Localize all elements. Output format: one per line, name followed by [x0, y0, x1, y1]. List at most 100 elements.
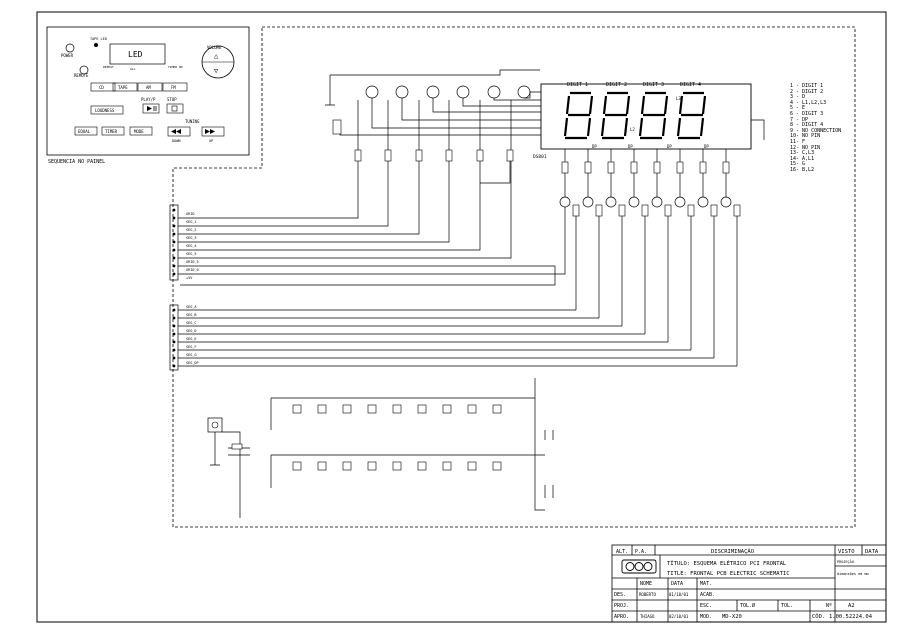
ir-wiring: [210, 431, 250, 518]
cd-button[interactable]: [90, 82, 116, 92]
tb-cod-val: 1.00.52224.04: [829, 614, 873, 620]
pcb-outline: [172, 26, 856, 528]
tape-button[interactable]: [112, 82, 138, 92]
loudness-label: LOUDNESS: [95, 108, 115, 113]
front-panel-box: [46, 26, 250, 156]
down-label: DOWN: [172, 139, 180, 143]
conn-label: SEG_C: [186, 321, 197, 325]
conn-label: SEG_E: [186, 337, 197, 341]
play-pause-button[interactable]: [142, 103, 160, 114]
l2-label: L2: [630, 127, 635, 132]
tb-titulo: TÍTULO: ESQUEMA ELÉTRICO PCI FRONTAL: [667, 559, 787, 567]
key-switches-row1: [292, 404, 502, 414]
led-label-repeat: REPEAT: [103, 65, 114, 69]
stop-label: STOP: [167, 97, 177, 102]
digit-2-label: DIGIT 2: [606, 82, 627, 88]
led-label-all: ALL: [130, 67, 136, 71]
panel-led-window: [109, 43, 166, 65]
connector-top-block: [169, 204, 179, 281]
tb-sheet: A2: [848, 603, 855, 609]
play-icon: [147, 106, 152, 111]
led-label-timer: TIMER ON: [168, 65, 183, 69]
panel-buttons-row1: CD TAPE AM FM: [90, 82, 188, 92]
conn-label: SEG_F: [186, 345, 197, 349]
seven-segment-digits: [563, 91, 707, 140]
conn-label: GRID_6: [186, 268, 199, 272]
tb-apro: APRO.: [614, 614, 629, 620]
loudness-button[interactable]: [90, 105, 124, 115]
tb-nome: NOME: [640, 581, 652, 587]
volume-down-icon: ▽: [214, 67, 219, 75]
tb-des-date: 01/10/01: [669, 592, 689, 597]
dp-label-2: DP: [628, 144, 633, 149]
tb-visto: VISTO: [838, 549, 855, 555]
tb-tol-phi: TOL.Ø: [740, 602, 755, 609]
tb-data2: DATA: [671, 581, 683, 587]
grid-driver-transistors: [365, 85, 531, 99]
equal-label: EQUAL: [78, 129, 91, 134]
conn-label: SEG_5: [186, 252, 197, 256]
pin-legend-line: 11- F: [790, 138, 806, 145]
tb-mod: MOD.: [700, 614, 712, 620]
equal-button[interactable]: [74, 126, 98, 136]
pin-legend-line: 15- G: [790, 161, 806, 168]
pin-legend-line: 10- NO PIN: [790, 133, 821, 140]
pin-legend-line: 1 - DIGIT 1: [790, 83, 824, 89]
volume-label: VOLUME: [207, 45, 222, 50]
timer-button[interactable]: [101, 126, 125, 136]
conn-label: SEG_A: [186, 305, 197, 309]
timer-label: TIMER: [105, 129, 118, 134]
conn-label: SEG_1: [186, 220, 197, 224]
pin-legend-line: 16- B,L2: [790, 166, 815, 173]
mode-button[interactable]: [129, 126, 153, 136]
fm-button[interactable]: [162, 82, 188, 92]
tb-proj: PROJ.: [614, 603, 629, 609]
pin-legend-line: 3 - D: [790, 94, 806, 101]
conn-label: +5V: [186, 276, 193, 280]
tuning-up-button[interactable]: [201, 126, 225, 137]
pin-legend-line: 9 - NO CONNECTION: [790, 127, 842, 134]
top-resistors: [332, 119, 514, 162]
tb-no: Nº: [826, 603, 832, 609]
stop-button[interactable]: [166, 103, 184, 114]
key-matrix: [270, 378, 554, 511]
digit-3-label: DIGIT 3: [643, 82, 664, 88]
l3-label: L3: [676, 96, 681, 101]
pin-legend-line: 12- NO PIN: [790, 144, 821, 151]
pin-legend-line: 8 - DIGIT 4: [790, 122, 824, 129]
conn-label: GRID_5: [186, 260, 199, 264]
conn-label: SEG_G: [186, 353, 197, 357]
tb-pa: P.A.: [635, 549, 647, 555]
tb-des-name: ROBERTO: [639, 592, 656, 597]
stop-icon: [171, 105, 178, 112]
connector-wiring: [178, 161, 737, 367]
tb-mod-val: MD-X20: [722, 614, 742, 620]
connector-bottom-labels: SEG_A SEG_B SEG_C SEG_D SEG_E SEG_F SEG_…: [186, 305, 199, 365]
cce-logo: [621, 559, 657, 574]
conn-label: SEG_2: [186, 228, 197, 232]
conn-label: SEG_D: [186, 329, 197, 333]
tb-mat: MAT.: [700, 581, 712, 587]
segment-resistors: [561, 161, 741, 217]
connector-top-labels: GRID SEG_1 SEG_2 SEG_3 SEG_4 SEG_5 GRID_…: [186, 212, 199, 280]
tb-des: DES.: [614, 592, 626, 598]
ir-receiver: [207, 417, 223, 433]
tb-tol: TOL.: [781, 603, 793, 609]
volume-up-icon: △: [214, 52, 219, 60]
vfd-display: [540, 83, 752, 150]
segment-wiring: [564, 149, 738, 366]
am-button[interactable]: [137, 82, 163, 92]
sheet-border: [36, 11, 887, 623]
key-switches-row2: [292, 461, 502, 471]
title-block-lines: [611, 544, 887, 623]
remote-label: REMOTE: [74, 73, 89, 78]
conn-label: SEG_B: [186, 313, 197, 317]
tuning-down-button[interactable]: [167, 126, 191, 137]
conn-label: GRID: [186, 212, 194, 216]
tuning-label: TUNING: [185, 119, 200, 124]
cd-button-label: CD: [99, 85, 104, 90]
pin-legend-line: 14- A,L1: [790, 155, 815, 162]
conn-label: SEG_3: [186, 236, 197, 240]
tb-discriminacao: DISCRIMINAÇÃO: [711, 548, 754, 555]
pin-legend-line: 7 - DP: [790, 116, 809, 123]
